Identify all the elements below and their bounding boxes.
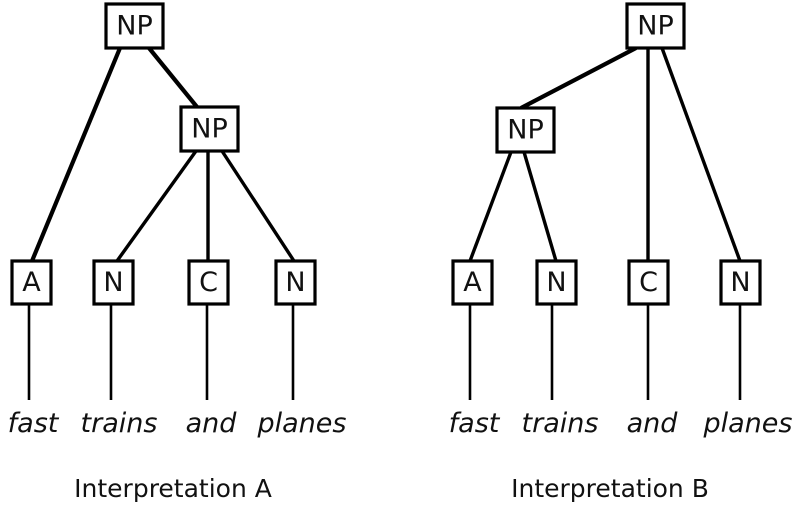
word-label-interpretation-a-0: fast bbox=[8, 408, 60, 439]
node-box-a-leaf-n2[interactable] bbox=[274, 259, 317, 306]
word-label-interpretation-b-0: fast bbox=[449, 408, 501, 439]
node-label-a-leaf-n1: N bbox=[103, 267, 123, 298]
node-b-leaf-a[interactable]: A bbox=[451, 259, 494, 306]
node-label-a-leaf-n2: N bbox=[285, 267, 305, 298]
node-box-a-leaf-a[interactable] bbox=[10, 259, 53, 306]
node-box-b-np-root[interactable] bbox=[625, 2, 686, 50]
node-box-b-np-inner[interactable] bbox=[495, 106, 556, 154]
node-b-np-inner[interactable]: NP bbox=[495, 106, 556, 154]
node-label-b-leaf-n2: N bbox=[730, 267, 750, 298]
node-a-leaf-n2[interactable]: N bbox=[274, 259, 317, 306]
node-box-a-leaf-n1[interactable] bbox=[92, 259, 135, 306]
word-label-interpretation-b-2: and bbox=[627, 408, 679, 439]
branch-b-np-root-to-b-leaf-n2 bbox=[660, 47, 742, 262]
node-label-b-leaf-n1: N bbox=[546, 267, 566, 298]
branch-a-np-inner-to-a-leaf-n1 bbox=[115, 150, 198, 262]
node-b-leaf-c[interactable]: C bbox=[627, 259, 670, 306]
node-label-b-leaf-c: C bbox=[639, 267, 658, 298]
node-label-a-np-root: NP bbox=[116, 11, 152, 42]
node-box-b-leaf-a[interactable] bbox=[451, 259, 494, 306]
node-b-leaf-n1[interactable]: N bbox=[535, 259, 578, 306]
node-label-a-leaf-a: A bbox=[22, 267, 41, 298]
node-label-b-leaf-a: A bbox=[463, 267, 482, 298]
word-label-interpretation-b-3: planes bbox=[703, 408, 793, 439]
node-b-np-root[interactable]: NP bbox=[625, 2, 686, 50]
node-a-leaf-n1[interactable]: N bbox=[92, 259, 135, 306]
node-box-b-leaf-n1[interactable] bbox=[535, 259, 578, 306]
word-label-interpretation-a-1: trains bbox=[81, 408, 158, 439]
node-box-a-leaf-c[interactable] bbox=[187, 259, 230, 306]
word-label-interpretation-a-3: planes bbox=[257, 408, 347, 439]
node-label-b-np-root: NP bbox=[637, 11, 673, 42]
caption-interpretation-a: Interpretation A bbox=[74, 474, 272, 503]
node-label-b-np-inner: NP bbox=[507, 115, 543, 146]
node-box-b-leaf-c[interactable] bbox=[627, 259, 670, 306]
word-label-interpretation-b-1: trains bbox=[522, 408, 599, 439]
word-label-interpretation-a-2: and bbox=[186, 408, 238, 439]
node-b-leaf-n2[interactable]: N bbox=[719, 259, 762, 306]
node-a-leaf-a[interactable]: A bbox=[10, 259, 53, 306]
branch-b-np-inner-to-b-leaf-a bbox=[468, 151, 513, 262]
branch-a-np-root-to-a-leaf-a bbox=[30, 47, 122, 262]
node-box-b-leaf-n2[interactable] bbox=[719, 259, 762, 306]
branch-a-np-inner-to-a-leaf-n2 bbox=[220, 150, 296, 262]
node-box-a-np-root[interactable] bbox=[104, 2, 165, 50]
branch-b-np-inner-to-b-leaf-n1 bbox=[522, 151, 558, 262]
caption-interpretation-b: Interpretation B bbox=[511, 474, 709, 503]
node-label-a-leaf-c: C bbox=[199, 267, 218, 298]
branch-b-np-root-to-b-np-inner bbox=[520, 46, 637, 110]
node-label-a-np-inner: NP bbox=[191, 114, 227, 145]
node-a-leaf-c[interactable]: C bbox=[187, 259, 230, 306]
branch-a-np-root-to-a-np-inner bbox=[147, 46, 199, 109]
node-a-np-root[interactable]: NP bbox=[104, 2, 165, 50]
node-box-a-np-inner[interactable] bbox=[179, 105, 240, 153]
node-a-np-inner[interactable]: NP bbox=[179, 105, 240, 153]
